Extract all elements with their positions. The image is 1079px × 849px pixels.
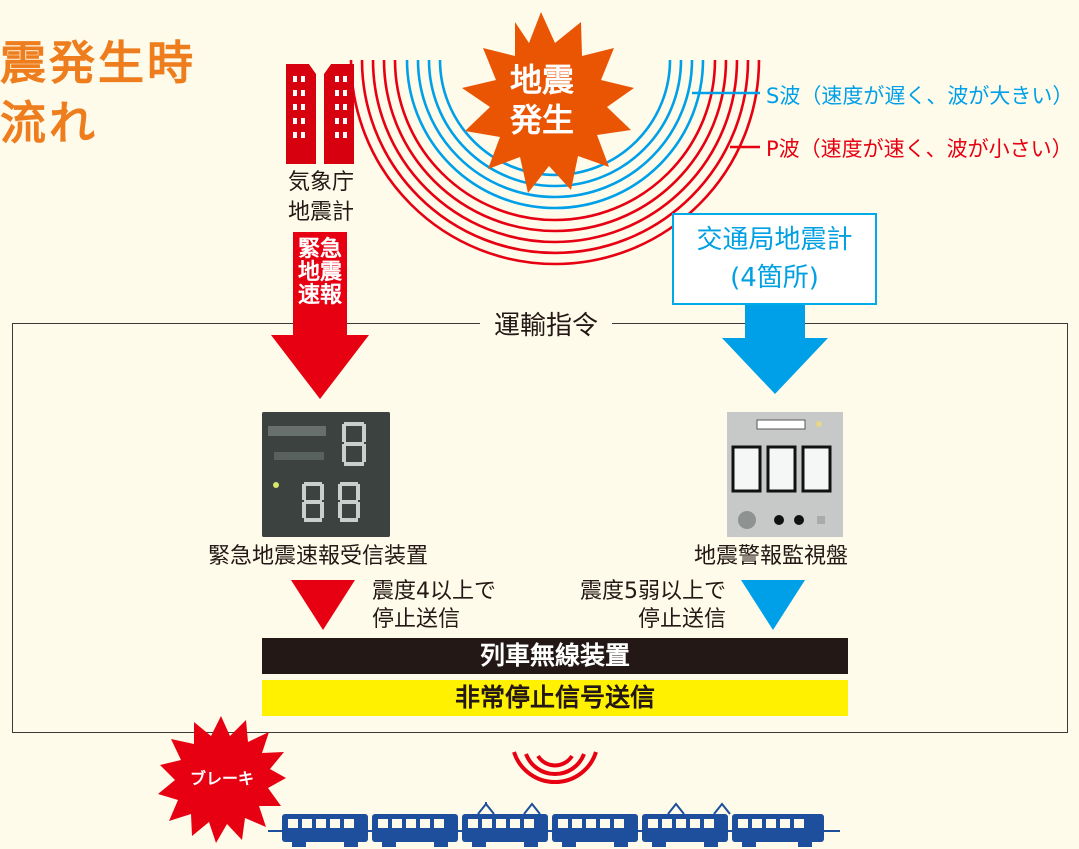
p-wave-arc bbox=[382, 59, 728, 233]
jma-seismometer-label: 気象庁 地震計 bbox=[279, 168, 363, 228]
red-trigger-triangle bbox=[291, 580, 355, 630]
train-icon bbox=[268, 802, 840, 847]
bureau-arrow bbox=[722, 305, 828, 394]
p-wave-arcs bbox=[349, 59, 761, 266]
epicenter-burst-icon bbox=[462, 12, 634, 193]
trigger-right-line-1: 震度5弱以上で bbox=[580, 579, 726, 604]
s-wave-arc bbox=[416, 59, 694, 199]
p-wave-arc bbox=[393, 59, 717, 222]
trigger-right-line-2: 停止送信 bbox=[637, 607, 726, 632]
s-wave-arcs bbox=[405, 59, 705, 210]
control-center-label: 運輸指令 bbox=[480, 311, 613, 341]
alarm-panel-image bbox=[727, 412, 843, 537]
page-title: 震発生時 流れ bbox=[0, 33, 196, 153]
blue-trigger-triangle bbox=[741, 580, 805, 630]
p-wave-legend: P波（速度が速く、波が小さい） bbox=[766, 137, 1073, 161]
title-line-2: 流れ bbox=[0, 96, 98, 150]
eew-receiver-image bbox=[262, 412, 390, 537]
eew-arrow-label: 緊急地震速報 bbox=[297, 237, 342, 308]
bureau-seismometer-line-1: 交通局地震計 bbox=[696, 225, 853, 255]
title-line-1: 震発生時 bbox=[0, 36, 196, 90]
s-wave-arc bbox=[427, 59, 683, 188]
s-wave-arc bbox=[405, 59, 705, 210]
trigger-right-text: 震度5弱以上で 停止送信 bbox=[576, 578, 726, 634]
s-wave-legend: S波（速度が遅く、波が大きい） bbox=[766, 84, 1074, 108]
eew-receiver-label: 緊急地震速報受信装置 bbox=[208, 544, 429, 569]
epicenter-label: 地震 発生 bbox=[497, 60, 587, 140]
epicenter-line-1: 地震 bbox=[509, 61, 574, 99]
train-radio-bar: 列車無線装置 bbox=[262, 638, 848, 674]
s-wave-arc bbox=[438, 59, 672, 177]
jma-label-line-2: 地震計 bbox=[287, 200, 354, 225]
trigger-left-line-2: 停止送信 bbox=[372, 607, 461, 632]
brake-label: ブレーキ bbox=[189, 769, 254, 788]
epicenter-line-2: 発生 bbox=[509, 101, 574, 139]
radio-wave-icon bbox=[512, 751, 598, 785]
p-wave-arc bbox=[360, 59, 750, 255]
trigger-left-text: 震度4以上で 停止送信 bbox=[372, 578, 496, 634]
control-panel-icon bbox=[727, 412, 843, 537]
bureau-seismometer-box: 交通局地震計 (4箇所) bbox=[672, 213, 877, 305]
brake-burst-icon bbox=[158, 716, 286, 843]
trigger-left-line-1: 震度4以上で bbox=[372, 579, 496, 604]
alarm-panel-label: 地震警報監視盤 bbox=[694, 544, 849, 569]
jma-label-line-1: 気象庁 bbox=[287, 170, 354, 195]
p-wave-arc bbox=[371, 59, 739, 244]
bureau-seismometer-line-2: (4箇所) bbox=[730, 263, 819, 293]
eew-arrow bbox=[271, 232, 369, 399]
p-wave-arc bbox=[349, 59, 761, 266]
seven-segment-display-icon bbox=[262, 412, 390, 537]
building-icon bbox=[286, 60, 354, 164]
stop-signal-bar: 非常停止信号送信 bbox=[262, 680, 848, 716]
